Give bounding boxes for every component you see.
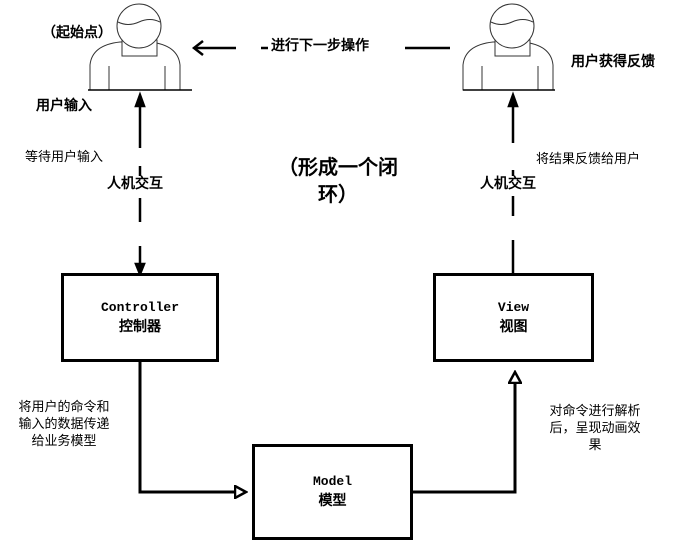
view-zh-label: 视图	[499, 318, 528, 335]
view-en-label: View	[497, 299, 530, 315]
left-hci-label: 人机交互	[107, 176, 163, 194]
controller-box: Controller 控制器	[61, 273, 219, 362]
model-to-view-arrow	[412, 372, 515, 494]
user-figure-start-icon	[88, 3, 192, 91]
view-box: View 视图	[433, 273, 594, 362]
next-step-arrow	[191, 40, 450, 56]
right-interaction-arrow	[507, 91, 519, 274]
model-to-view-note-line: 对命令进行解析	[549, 404, 641, 419]
next-step-label: 进行下一步操作	[271, 38, 369, 54]
controller-to-model-note-line: 将用户的命令和	[18, 400, 110, 415]
feedback-to-user-note: 将结果反馈给用户	[536, 152, 641, 167]
controller-zh-label: 控制器	[119, 318, 161, 335]
user-input-caption: 用户输入	[36, 98, 92, 114]
wait-user-input-note: 等待用户输入	[25, 150, 104, 165]
controller-to-model-arrow	[138, 362, 246, 492]
user-feedback-caption: 用户获得反馈	[571, 54, 655, 70]
model-box: Model 模型	[252, 444, 413, 540]
right-hci-label: 人机交互	[480, 176, 536, 194]
left-interaction-arrow	[134, 91, 146, 278]
closed-loop-title-line1: （形成一个闭	[278, 155, 398, 179]
model-en-label: Model	[312, 474, 352, 489]
user-figure-end-icon	[462, 3, 555, 91]
closed-loop-title-line2: 环）	[318, 182, 358, 206]
start-point-label: （起始点）	[42, 25, 112, 41]
model-zh-label: 模型	[318, 493, 347, 509]
controller-to-model-note-line: 输入的数据传递	[18, 417, 110, 432]
controller-to-model-note: 将用户的命令和 输入的数据传递 给业务模型	[6, 399, 122, 450]
model-to-view-note: 对命令进行解析 后，呈现动画效 果	[537, 403, 653, 454]
model-to-view-note-line: 果	[588, 438, 602, 453]
controller-en-label: Controller	[100, 299, 179, 315]
controller-to-model-note-line: 给业务模型	[31, 434, 97, 449]
model-to-view-note-line: 后，呈现动画效	[549, 421, 641, 436]
